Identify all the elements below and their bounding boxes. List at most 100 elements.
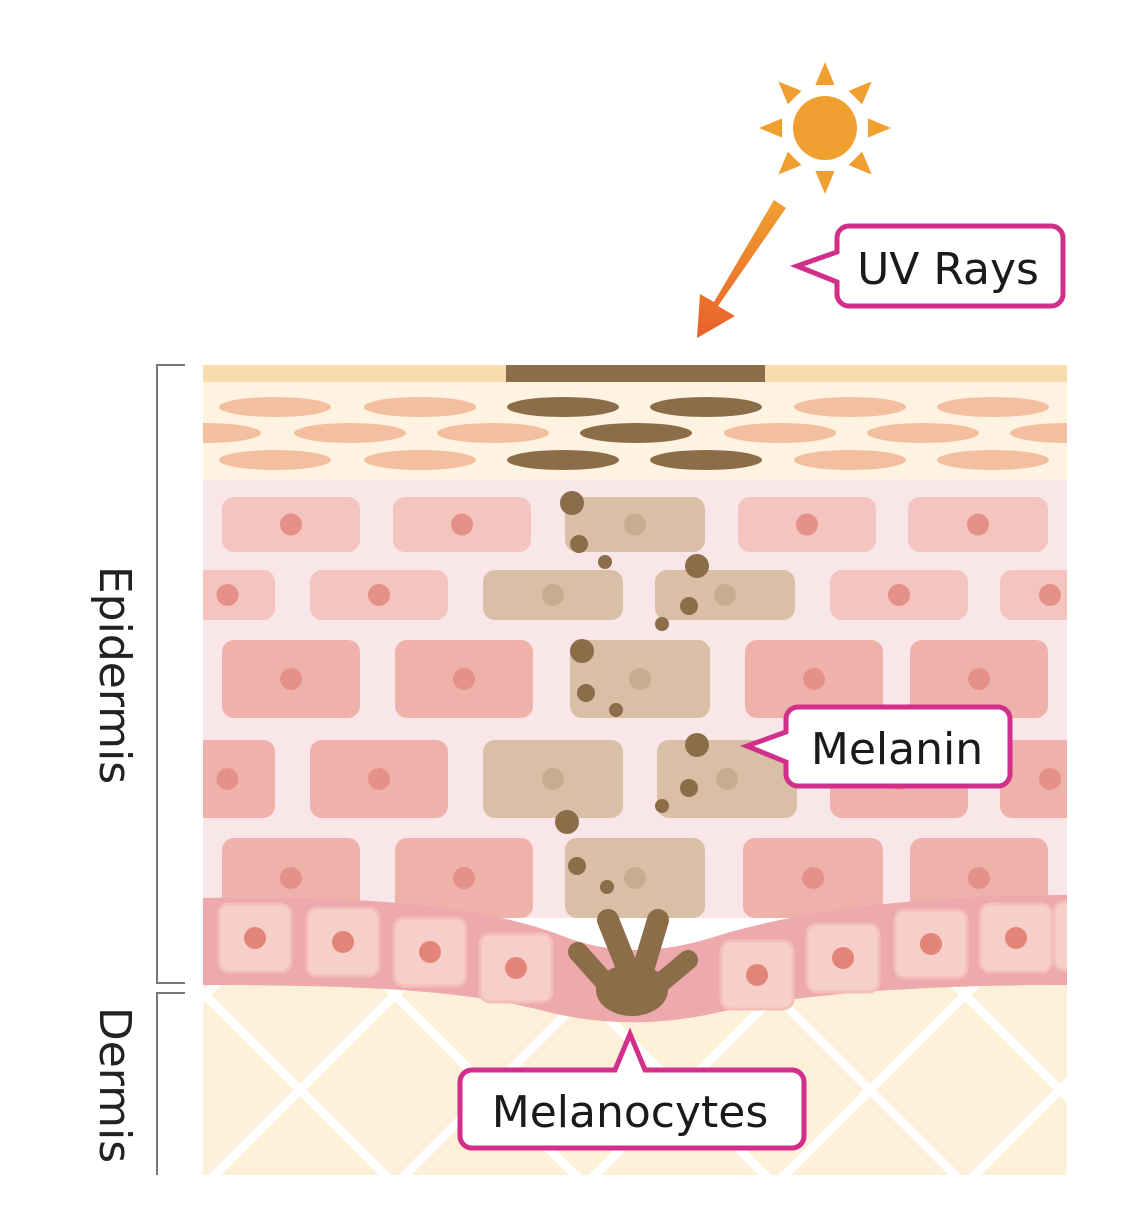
corneum-cell <box>364 450 476 470</box>
melanin-granule <box>685 733 709 757</box>
sun-ray <box>759 118 783 138</box>
melanin-granule <box>568 857 586 875</box>
sun-ray <box>848 151 872 175</box>
corneum-cell <box>203 423 261 443</box>
sun-ray <box>848 81 872 105</box>
melanin-granule <box>570 639 594 663</box>
corneum-cell <box>219 397 331 417</box>
cell-nucleus <box>280 668 302 690</box>
cell-nucleus <box>802 867 824 889</box>
corneum-cell <box>937 450 1049 470</box>
dermis-fiber <box>1120 960 1140 1206</box>
melanin-granule <box>680 597 698 615</box>
pigmented-corneum-cell <box>650 450 762 470</box>
cell-nucleus <box>716 768 738 790</box>
dermis-bracket <box>156 992 185 1175</box>
cell-nucleus <box>968 867 990 889</box>
melanin-granule <box>560 491 584 515</box>
dermis-fiber <box>208 956 434 1175</box>
pigmented-corneum-cell <box>650 397 762 417</box>
melanocytes-label: Melanocytes <box>492 1087 769 1138</box>
sun-ray <box>815 170 835 194</box>
cell-nucleus <box>796 513 818 536</box>
dermis-fiber <box>1120 960 1140 1206</box>
melanin-granule <box>655 617 669 631</box>
cell-nucleus <box>968 668 990 690</box>
epidermis-label: Epidermis <box>89 566 140 784</box>
cell-nucleus <box>505 957 527 979</box>
cell-nucleus <box>332 931 354 953</box>
cell-nucleus <box>714 584 736 606</box>
sun-ray <box>778 151 802 175</box>
corneum-cell <box>219 450 331 470</box>
corneum-cell <box>724 423 836 443</box>
cell-nucleus <box>967 513 989 536</box>
dermis-fiber <box>0 960 50 1206</box>
melanin-granule <box>600 880 614 894</box>
cell-nucleus <box>1039 768 1061 790</box>
keratinocyte <box>1000 740 1067 818</box>
cell-nucleus <box>1005 927 1027 949</box>
sun-icon <box>759 62 891 194</box>
cell-nucleus <box>280 513 302 536</box>
dermis-label: Dermis <box>89 1007 140 1163</box>
melanin-granule <box>609 703 623 717</box>
cell-nucleus <box>216 584 239 606</box>
corneum-cell <box>794 450 906 470</box>
uv-rays-callout: UV Rays <box>789 223 1066 309</box>
sun-ray <box>867 118 891 138</box>
corneum-cell <box>364 397 476 417</box>
corneum-cell <box>794 397 906 417</box>
basal-cell <box>1052 900 1067 972</box>
cell-nucleus <box>920 933 942 955</box>
melanin-granule <box>570 535 588 553</box>
cell-nucleus <box>803 668 825 690</box>
cell-nucleus <box>453 867 475 889</box>
cell-nucleus <box>624 513 646 536</box>
corneum-cell <box>294 423 406 443</box>
sun-ray <box>778 81 802 105</box>
cell-nucleus <box>629 668 651 690</box>
melanin-granule <box>577 684 595 702</box>
keratinocyte <box>203 740 275 818</box>
melanin-granules <box>555 491 709 894</box>
cell-nucleus <box>746 964 768 986</box>
uv-arrow-icon <box>697 200 786 338</box>
sun-ray <box>815 62 835 86</box>
cell-nucleus <box>1039 584 1061 606</box>
keratinocyte <box>1000 570 1067 620</box>
cell-nucleus <box>280 867 302 889</box>
cell-nucleus <box>542 768 564 790</box>
pigmented-corneum-cell <box>580 423 692 443</box>
cell-nucleus <box>832 947 854 969</box>
epidermis-bracket <box>156 364 185 984</box>
cell-nucleus <box>624 867 646 889</box>
cell-nucleus <box>453 668 475 690</box>
melanin-granule <box>685 554 709 578</box>
melanocyte-icon <box>568 909 698 1016</box>
dermis-fiber <box>778 956 1004 1175</box>
melanin-granule <box>598 555 612 569</box>
melanin-granule <box>655 799 669 813</box>
pigmented-corneum-cell <box>507 450 619 470</box>
corneum-cell <box>937 397 1049 417</box>
cell-nucleus <box>244 927 266 949</box>
cell-nucleus <box>368 584 390 606</box>
cell-nucleus <box>419 941 441 963</box>
dermis-fiber <box>0 960 50 1206</box>
basal-cells <box>217 900 1101 1011</box>
pigmented-corneum-cell <box>507 397 619 417</box>
cell-nucleus <box>368 768 390 790</box>
melanin-granule <box>555 810 579 834</box>
uv-rays-label: UV Rays <box>857 244 1039 295</box>
cell-nucleus <box>451 513 473 536</box>
cell-nucleus <box>1079 925 1101 947</box>
melanin-label: Melanin <box>811 724 983 775</box>
melanin-granule <box>680 779 698 797</box>
cell-nucleus <box>888 584 910 606</box>
corneum-cells <box>203 397 1067 470</box>
keratinocyte <box>203 570 275 620</box>
skin-cross-section <box>0 365 1140 1206</box>
pigmented-surface <box>506 365 765 382</box>
